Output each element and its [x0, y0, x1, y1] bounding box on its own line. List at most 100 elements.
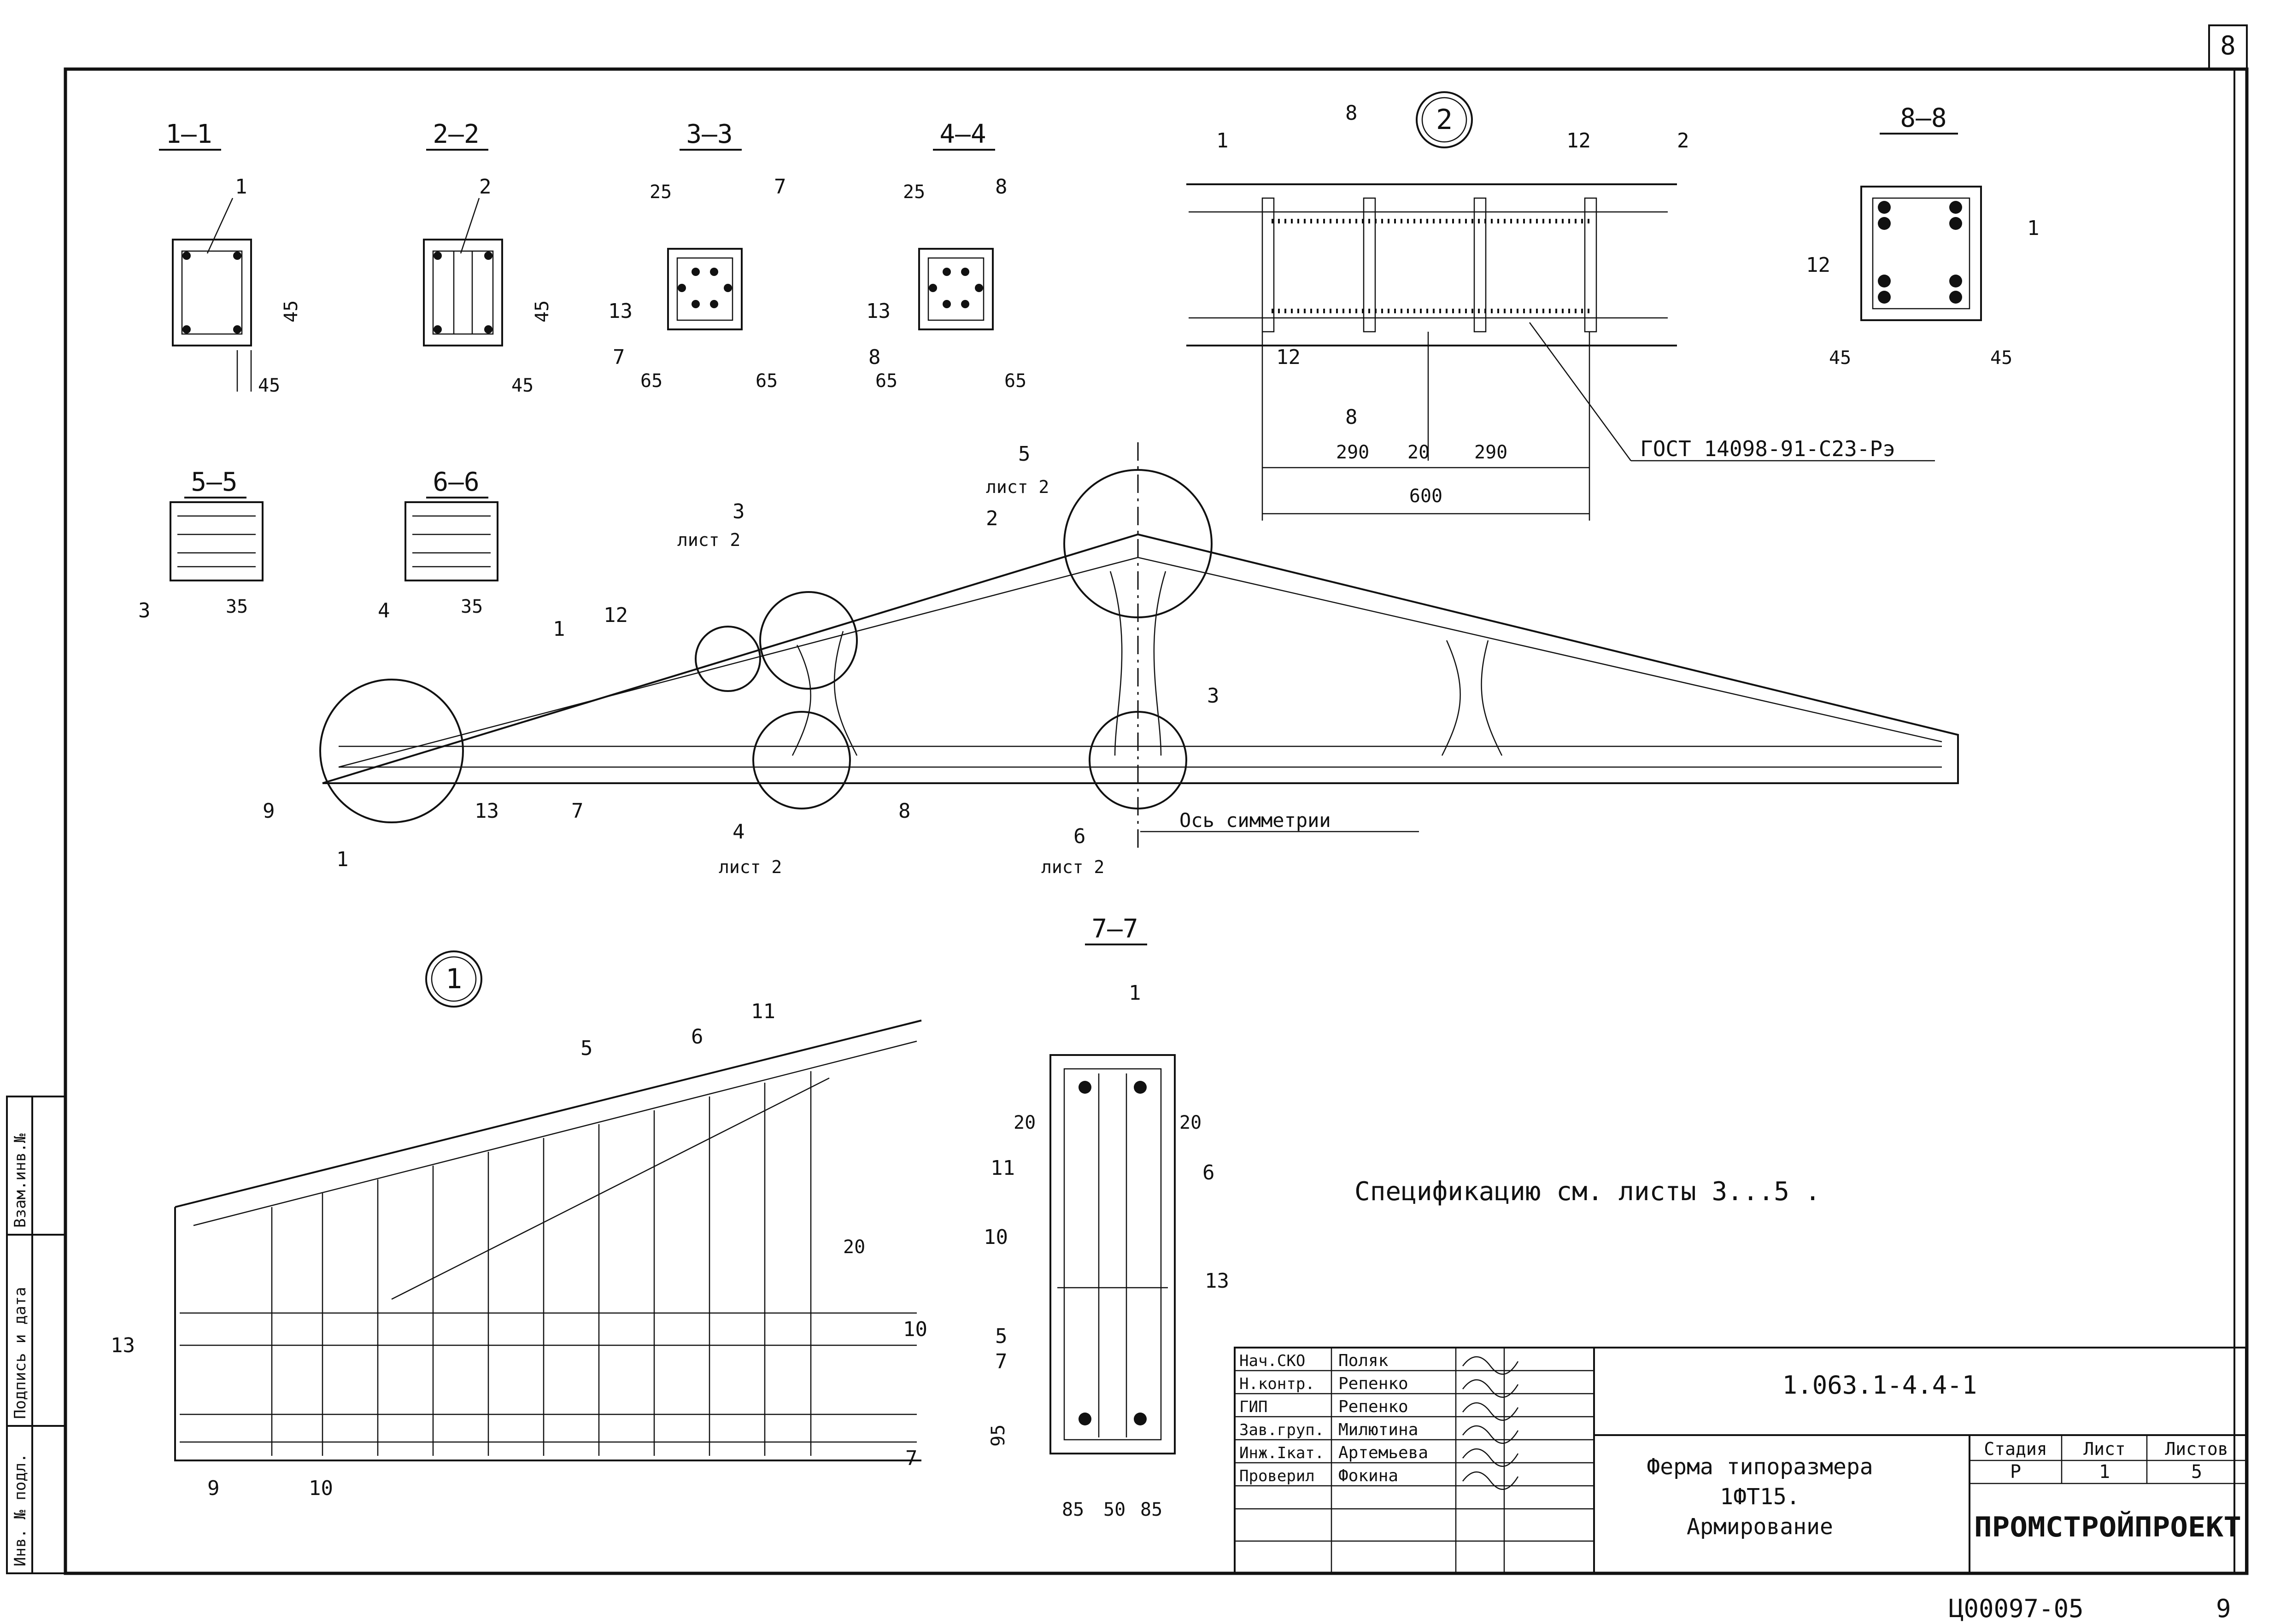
svg-text:20: 20 — [1014, 1112, 1036, 1133]
side-stamp-podpis: Подпись и дата — [11, 1287, 29, 1419]
svg-text:5: 5 — [580, 1037, 593, 1060]
svg-text:13: 13 — [608, 299, 633, 323]
svg-text:9: 9 — [207, 1477, 220, 1500]
svg-text:11: 11 — [991, 1156, 1015, 1180]
title-line-1: Ферма типоразмера — [1647, 1454, 1873, 1480]
svg-text:7: 7 — [571, 799, 584, 823]
svg-text:5: 5 — [1018, 442, 1031, 466]
svg-text:85: 85 — [1062, 1499, 1084, 1520]
title-line-3: Армирование — [1687, 1514, 1833, 1540]
svg-text:45: 45 — [532, 300, 553, 322]
svg-text:Н.контр.: Н.контр. — [1239, 1375, 1315, 1393]
svg-text:2: 2 — [479, 175, 492, 199]
svg-text:4: 4 — [733, 820, 745, 844]
truss-elevation: 3 лист 2 5 лист 2 4 лист 2 6 лист 2 Ось … — [263, 442, 1959, 877]
svg-text:8: 8 — [868, 346, 881, 369]
svg-text:600: 600 — [1409, 486, 1442, 507]
svg-text:Проверил: Проверил — [1239, 1467, 1315, 1485]
svg-text:65: 65 — [640, 370, 662, 392]
gost-label: ГОСТ 14098-91-С23-Рэ — [1640, 436, 1895, 461]
sheet-number-bottom: 9 — [2216, 1594, 2231, 1623]
archive-code: Ц00097-05 — [1949, 1594, 2084, 1623]
svg-text:6: 6 — [1202, 1161, 1215, 1184]
svg-text:65: 65 — [756, 370, 778, 392]
node-2-label: 2 — [1436, 104, 1453, 136]
title-block: 1.063.1-4.4-1 Ферма типоразмера 1ФТ15. А… — [1234, 1347, 2247, 1574]
section-5-5-title: 5–5 — [191, 467, 237, 497]
svg-text:20: 20 — [1179, 1112, 1202, 1133]
svg-text:6: 6 — [1073, 825, 1086, 848]
svg-text:13: 13 — [475, 799, 499, 823]
svg-text:Стадия: Стадия — [1984, 1439, 2047, 1459]
svg-text:Р: Р — [2010, 1461, 2021, 1483]
svg-text:13: 13 — [111, 1334, 135, 1357]
svg-text:12: 12 — [1276, 346, 1301, 369]
svg-text:ГИП: ГИП — [1239, 1398, 1267, 1416]
svg-text:4: 4 — [378, 599, 390, 622]
svg-text:45: 45 — [1990, 347, 2012, 369]
side-stamp: Инв. № подл. Подпись и дата Взам.инв.№ — [6, 1096, 66, 1574]
section-2-2: 2–2 2 45 45 — [423, 119, 553, 396]
svg-text:1: 1 — [2027, 217, 2040, 240]
section-1-1-title: 1–1 — [165, 119, 212, 149]
svg-text:лист 2: лист 2 — [677, 530, 740, 550]
svg-text:3: 3 — [138, 599, 151, 622]
node-1-label: 1 — [446, 963, 462, 995]
svg-text:25: 25 — [650, 182, 672, 203]
svg-text:Поляк: Поляк — [1338, 1351, 1389, 1370]
svg-text:Репенко: Репенко — [1338, 1374, 1408, 1393]
svg-text:8: 8 — [995, 175, 1008, 199]
sheet-frame — [64, 24, 2249, 1575]
svg-text:9: 9 — [263, 799, 275, 823]
svg-text:Нач.СКО: Нач.СКО — [1239, 1352, 1305, 1370]
svg-text:Милютина: Милютина — [1338, 1420, 1418, 1439]
svg-text:7: 7 — [613, 346, 625, 369]
svg-text:8: 8 — [898, 799, 911, 823]
section-1-1: 1–1 1 45 45 — [159, 119, 302, 396]
svg-text:13: 13 — [866, 299, 891, 323]
svg-text:65: 65 — [1004, 370, 1026, 392]
svg-text:лист 2: лист 2 — [1041, 857, 1104, 877]
section-4-4: 4–4 25 65 65 138 8 — [866, 119, 1026, 392]
svg-text:20: 20 — [1407, 442, 1430, 463]
svg-text:Фокина: Фокина — [1338, 1466, 1398, 1485]
svg-text:1: 1 — [553, 617, 565, 641]
node-1-detail: 1 5 6 11 13 9 10 10 20 7 — [111, 950, 927, 1500]
svg-text:3: 3 — [1207, 684, 1219, 708]
svg-text:1: 1 — [336, 848, 349, 871]
svg-text:50: 50 — [1103, 1499, 1125, 1520]
svg-text:Листов: Листов — [2165, 1439, 2228, 1459]
section-8-8-title: 8–8 — [1900, 103, 1946, 133]
signatures — [1462, 1356, 1519, 1490]
svg-text:Артемьева: Артемьева — [1338, 1443, 1428, 1462]
section-7-7: 7–7 20 20 85 50 85 95 1 11 6 10 13 5 7 — [984, 914, 1229, 1520]
svg-text:7: 7 — [995, 1350, 1008, 1373]
svg-text:85: 85 — [1140, 1499, 1162, 1520]
section-6-6-title: 6–6 — [433, 467, 479, 497]
svg-text:290: 290 — [1336, 442, 1369, 463]
svg-text:45: 45 — [511, 375, 533, 396]
svg-text:10: 10 — [984, 1225, 1008, 1249]
svg-text:10: 10 — [903, 1318, 927, 1341]
svg-text:10: 10 — [309, 1477, 333, 1500]
section-7-7-title: 7–7 — [1091, 914, 1138, 944]
title-line-2: 1ФТ15. — [1720, 1484, 1800, 1510]
svg-text:6: 6 — [691, 1025, 703, 1049]
svg-text:7: 7 — [774, 175, 786, 199]
svg-text:лист 2: лист 2 — [719, 857, 782, 877]
svg-text:1: 1 — [2099, 1461, 2110, 1483]
section-4-4-title: 4–4 — [939, 119, 986, 149]
section-3-3-title: 3–3 — [686, 119, 733, 149]
doc-code: 1.063.1-4.4-1 — [1782, 1371, 1977, 1400]
svg-text:95: 95 — [988, 1425, 1009, 1447]
section-8-8: 8–8 121 45 45 — [1806, 103, 2040, 369]
svg-text:8: 8 — [1345, 101, 1358, 125]
svg-text:12: 12 — [604, 604, 628, 627]
svg-text:1: 1 — [1216, 129, 1229, 152]
section-5-5: 5–5 35 3 — [138, 467, 264, 622]
sheet-number-top: 8 — [2220, 31, 2236, 61]
svg-text:Репенко: Репенко — [1338, 1397, 1408, 1416]
axis-of-symmetry-label: Ось симметрии — [1179, 809, 1331, 832]
